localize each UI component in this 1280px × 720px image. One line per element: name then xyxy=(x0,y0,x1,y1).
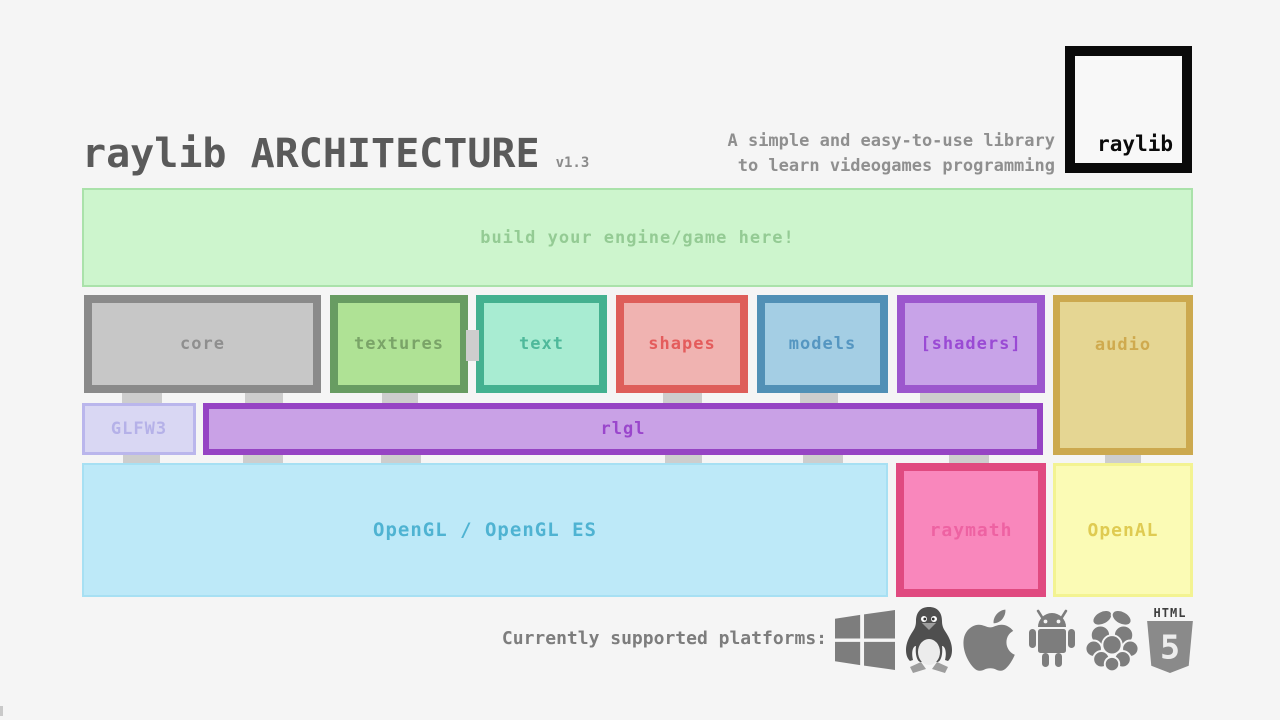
svg-text:5: 5 xyxy=(1160,627,1180,666)
module-textures: textures xyxy=(330,295,468,393)
raylib-logo: raylib xyxy=(1065,46,1192,173)
layer-glfw3: GLFW3 xyxy=(82,403,196,455)
connector xyxy=(800,393,838,403)
layer-opengl: OpenGL / OpenGL ES xyxy=(82,463,888,597)
module-models-label: models xyxy=(788,334,857,354)
platforms-label: Currently supported platforms: xyxy=(501,628,827,649)
platform-icons: HTML 5 xyxy=(835,602,1193,678)
module-shaders: [shaders] xyxy=(897,295,1045,393)
connector xyxy=(122,393,162,403)
connector xyxy=(920,393,1020,403)
connector xyxy=(382,393,418,403)
layer-glfw3-label: GLFW3 xyxy=(110,419,168,439)
module-shaders-label: [shaders] xyxy=(920,334,1022,354)
html5-icon: HTML 5 xyxy=(1147,607,1193,673)
connector xyxy=(803,455,843,463)
page-title: raylib ARCHITECTURE xyxy=(82,131,540,177)
module-text-label: text xyxy=(519,334,564,354)
layer-raymath-label: raymath xyxy=(929,519,1013,541)
layer-rlgl: rlgl xyxy=(203,403,1043,455)
layer-opengl-label: OpenGL / OpenGL ES xyxy=(373,519,597,541)
linux-icon xyxy=(903,605,955,675)
module-shapes-label: shapes xyxy=(648,334,716,354)
tagline-line-1: A simple and easy-to-use library xyxy=(727,131,1055,151)
version-label: v1.3 xyxy=(555,155,590,171)
raspberry-pi-icon xyxy=(1085,605,1139,675)
connector xyxy=(245,393,283,403)
module-models: models xyxy=(757,295,888,393)
module-shapes: shapes xyxy=(616,295,748,393)
layer-openal: OpenAL xyxy=(1053,463,1193,597)
android-icon xyxy=(1027,609,1077,671)
page-title-row: raylib ARCHITECTURE v1.3 xyxy=(82,131,589,177)
apple-icon xyxy=(963,607,1019,673)
engine-box-label: build your engine/game here! xyxy=(480,227,795,248)
html5-icon-word: HTML xyxy=(1153,606,1187,620)
connector xyxy=(663,393,702,403)
layer-rlgl-label: rlgl xyxy=(600,419,646,439)
window-edge-artifact xyxy=(0,706,3,716)
connector xyxy=(949,455,989,463)
module-text: text xyxy=(476,295,607,393)
connector xyxy=(123,455,160,463)
windows-icon xyxy=(835,609,895,671)
raylib-logo-text: raylib xyxy=(1097,132,1173,156)
module-core-label: core xyxy=(180,334,225,354)
connector xyxy=(665,455,702,463)
module-audio-label: audio xyxy=(1094,335,1152,355)
engine-box: build your engine/game here! xyxy=(82,188,1193,287)
module-core: core xyxy=(84,295,321,393)
layer-openal-label: OpenAL xyxy=(1087,519,1159,541)
connector xyxy=(1105,455,1141,463)
connector xyxy=(381,455,421,463)
tagline-line-2: to learn videogames programming xyxy=(737,156,1055,176)
connector xyxy=(466,330,479,361)
tagline: A simple and easy-to-use library to lear… xyxy=(727,129,1055,179)
module-audio: audio xyxy=(1053,295,1193,455)
connector xyxy=(243,455,283,463)
layer-raymath: raymath xyxy=(896,463,1046,597)
module-textures-label: textures xyxy=(354,334,444,354)
